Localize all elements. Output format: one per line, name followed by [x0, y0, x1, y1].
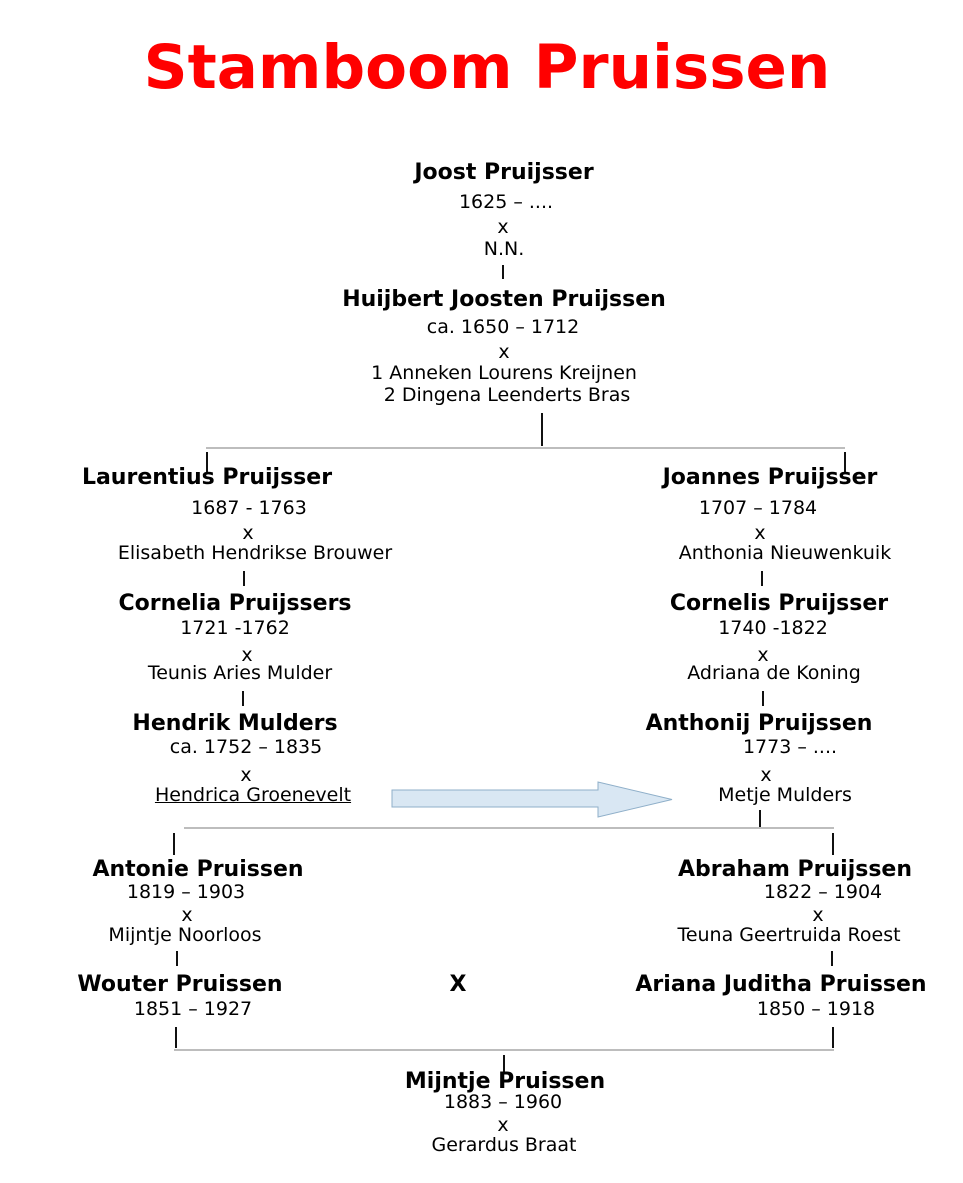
gen3-left-years: 1687 - 1763	[191, 497, 307, 519]
gen6-right-person-name: Abraham Pruijssen	[677, 857, 913, 882]
gen4-right-marriage-symbol: x	[757, 644, 769, 666]
family-connector-line	[184, 827, 834, 829]
gen7-left-years: 1851 – 1927	[133, 998, 253, 1020]
gen3-right-marriage-symbol: x	[754, 522, 766, 544]
gen3-left-marriage-symbol: x	[242, 522, 254, 544]
gen3-right-spouse-name: Anthonia Nieuwenkuik	[678, 542, 892, 564]
gen8-marriage-symbol: x	[497, 1114, 509, 1136]
gen6-right-marriage-symbol: x	[812, 904, 824, 926]
gen5-left-marriage-symbol: x	[240, 764, 252, 786]
gen2-spouse1-name: 1 Anneken Lourens Kreijnen	[371, 362, 637, 384]
descent-line	[844, 452, 846, 474]
descent-line	[832, 1027, 834, 1048]
gen4-left-spouse-name: Teunis Aries Mulder	[147, 662, 333, 684]
descent-line	[173, 833, 175, 855]
gen7-left-person-name: Wouter Pruissen	[77, 972, 283, 997]
gen8-years: 1883 – 1960	[443, 1091, 563, 1113]
gen5-left-spouse-name: Hendrica Groenevelt	[154, 784, 352, 806]
descent-line	[759, 810, 761, 827]
gen4-right-person-name: Cornelis Pruijsser	[669, 591, 889, 616]
gen6-right-spouse-name: Teuna Geertruida Roest	[677, 924, 901, 946]
gen3-right-years: 1707 – 1784	[698, 497, 818, 519]
gen5-right-marriage-symbol: x	[760, 764, 772, 786]
descent-line	[206, 452, 208, 474]
gen5-right-spouse-name: Metje Mulders	[718, 784, 852, 806]
descent-line	[761, 571, 763, 586]
descent-line	[503, 1055, 505, 1073]
gen5-right-years: 1773 – ....	[742, 736, 838, 758]
gen2-person-name: Huijbert Joosten Pruijssen	[342, 287, 666, 312]
gen6-left-spouse-name: Mijntje Noorloos	[108, 924, 262, 946]
gen7-right-person-name: Ariana Juditha Pruissen	[635, 972, 927, 997]
descent-line	[831, 951, 833, 966]
descent-line	[502, 265, 504, 279]
gen5-left-years: ca. 1752 – 1835	[169, 736, 323, 758]
gen4-left-person-name: Cornelia Pruijssers	[118, 591, 352, 616]
descent-line	[832, 833, 834, 855]
gen4-right-spouse-name: Adriana de Koning	[687, 662, 861, 684]
gen6-left-person-name: Antonie Pruissen	[92, 857, 304, 882]
descent-line	[762, 691, 764, 706]
gen3-left-spouse-name: Elisabeth Hendrikse Brouwer	[117, 542, 393, 564]
gen6-left-marriage-symbol: x	[181, 904, 193, 926]
gen4-left-marriage-symbol: x	[241, 644, 253, 666]
page-title: Stamboom Pruissen	[143, 32, 831, 103]
gen7-union-symbol: X	[449, 972, 467, 997]
gen5-left-person-name: Hendrik Mulders	[132, 711, 338, 736]
gen7-right-years: 1850 – 1918	[756, 998, 876, 1020]
descent-line	[175, 1027, 177, 1048]
gen2-years: ca. 1650 – 1712	[426, 316, 580, 338]
gen8-person-name: Mijntje Pruissen	[404, 1069, 606, 1094]
family-connector-line	[174, 1049, 834, 1051]
gen2-spouse2-name: 2 Dingena Leenderts Bras	[383, 384, 631, 406]
gen1-years: 1625 – ....	[458, 191, 554, 213]
gen4-left-years: 1721 -1762	[180, 617, 290, 639]
gen3-left-person-name: Laurentius Pruijsser	[81, 465, 333, 490]
descent-line	[176, 951, 178, 966]
gen1-spouse-name: N.N.	[483, 238, 525, 260]
descent-line	[243, 571, 245, 586]
descent-line	[242, 691, 244, 706]
right-arrow-icon	[391, 781, 673, 818]
gen6-right-years: 1822 – 1904	[763, 881, 883, 903]
gen6-left-years: 1819 – 1903	[126, 881, 246, 903]
gen2-marriage-symbol: x	[498, 341, 510, 363]
family-connector-line	[206, 447, 845, 449]
gen3-right-person-name: Joannes Pruijsser	[662, 465, 878, 490]
gen1-marriage-symbol: x	[497, 216, 509, 238]
gen8-spouse-name: Gerardus Braat	[431, 1134, 577, 1156]
gen4-right-years: 1740 -1822	[718, 617, 828, 639]
gen1-person-name: Joost Pruijsser	[414, 160, 594, 185]
gen5-right-person-name: Anthonij Pruijssen	[645, 711, 873, 736]
descent-line	[541, 413, 543, 446]
